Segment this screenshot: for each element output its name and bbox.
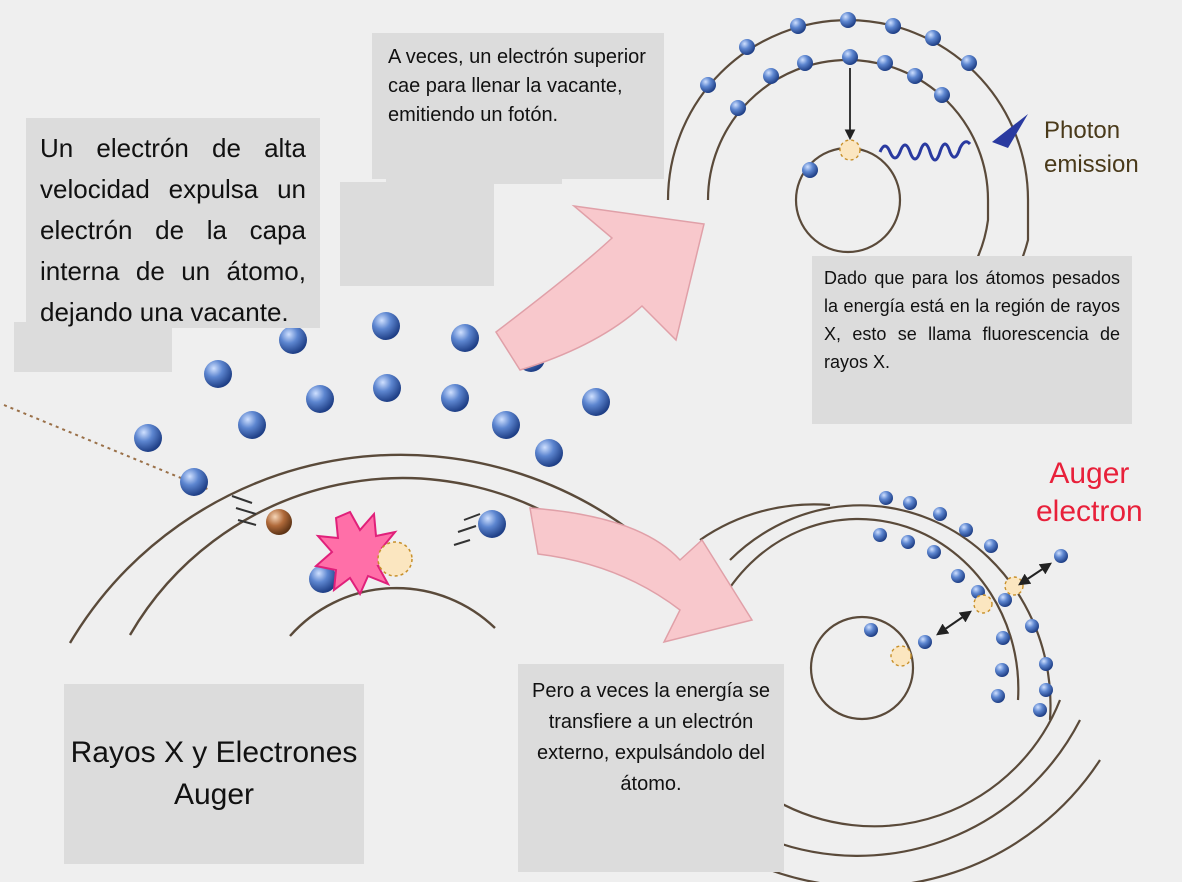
electron (134, 424, 162, 452)
electron (842, 49, 858, 65)
electron (951, 569, 965, 583)
ejected-electron (478, 510, 506, 538)
electron (763, 68, 779, 84)
electron (918, 635, 932, 649)
electron (309, 565, 337, 593)
slide-title: Rayos X y Electrones Auger (64, 684, 364, 864)
photon-label-line1: Photon (1044, 117, 1121, 144)
intro-text-box: Un electrón de alta velocidad expulsa un… (26, 118, 320, 328)
incoming-path-dotted (3, 404, 211, 491)
auger-electron-dot (1054, 549, 1068, 563)
box-patch (14, 322, 172, 372)
bottom-atom-electrons (864, 491, 1068, 717)
top-atom-electrons (700, 12, 977, 178)
auger-ejection-arrow (1018, 562, 1052, 586)
left-atom (68, 453, 661, 644)
slide-title-text: Rayos X y Electrones Auger (70, 736, 358, 811)
electron (925, 30, 941, 46)
auger-label-line1: Auger (1049, 457, 1130, 490)
electron (582, 388, 610, 416)
arrow-to-photon-emission (494, 204, 705, 371)
electron (995, 663, 1009, 677)
bottom-atom-ring-b (774, 699, 1062, 828)
electron (873, 528, 887, 542)
electron (879, 491, 893, 505)
left-atom-middle-shell (128, 476, 591, 636)
electron (797, 55, 813, 71)
electron (730, 100, 746, 116)
box-patch (340, 182, 494, 286)
left-atom-electrons (134, 312, 610, 593)
electron (934, 87, 950, 103)
electron (840, 12, 856, 28)
photon-arrowhead (992, 114, 1028, 148)
electron (1039, 657, 1053, 671)
fluorescence-text-box: Dado que para los átomos pesados la ener… (812, 256, 1132, 424)
electron (998, 593, 1012, 607)
electron (901, 535, 915, 549)
electron (933, 507, 947, 521)
electron (996, 631, 1010, 645)
electron (279, 326, 307, 354)
photon-wave (878, 140, 972, 162)
incoming-electron (266, 509, 292, 535)
electron (1025, 619, 1039, 633)
left-atom-inner-shell (289, 586, 496, 637)
electron (451, 324, 479, 352)
electron (903, 496, 917, 510)
energy-transfer-arrow (936, 610, 972, 636)
bottom-vacancy-outer (1004, 576, 1024, 596)
electron (238, 411, 266, 439)
bottom-vacancy-inner (890, 645, 912, 667)
electron (790, 18, 806, 34)
electron (739, 39, 755, 55)
auger-electron-label: Auger electron (1036, 455, 1143, 531)
arrow-to-auger (529, 507, 754, 644)
collision-burst (313, 510, 401, 597)
bottom-atom (699, 503, 1101, 882)
electron (204, 360, 232, 388)
bottom-vacancy-middle (973, 594, 993, 614)
incoming-speed-lines (231, 495, 481, 546)
electron (1033, 703, 1047, 717)
electron (877, 55, 893, 71)
bottom-atom-ring-a (699, 503, 831, 541)
photon-emission-label: Photon emission (1044, 114, 1139, 182)
auger-text-box: Pero a veces la energía se transfiere a … (518, 664, 784, 872)
electron (984, 539, 998, 553)
bottom-atom-middle-shell (721, 517, 1020, 701)
electron (180, 468, 208, 496)
electron (373, 374, 401, 402)
electron (441, 384, 469, 412)
top-vacancy (839, 139, 861, 161)
electron (961, 55, 977, 71)
electron (306, 385, 334, 413)
electron (802, 162, 818, 178)
inner-vacancy (377, 541, 413, 577)
bottom-atom-ring-d (769, 759, 1101, 882)
electron (700, 77, 716, 93)
electron (991, 689, 1005, 703)
electron (492, 411, 520, 439)
electron (885, 18, 901, 34)
electron (372, 312, 400, 340)
electron (927, 545, 941, 559)
electron (864, 623, 878, 637)
left-atom-outer-shell (68, 453, 661, 644)
cascade-text-box: A veces, un electrón superior cae para l… (372, 33, 664, 179)
bottom-atom-ring-c (769, 719, 1081, 857)
electron (959, 523, 973, 537)
auger-label-line2: electron (1036, 495, 1143, 528)
bottom-atom-outer-shell (729, 504, 1052, 721)
photon-label-line2: emission (1044, 151, 1139, 178)
bottom-atom-inner-shell (809, 615, 915, 721)
electron (535, 439, 563, 467)
electron (907, 68, 923, 84)
electron (1039, 683, 1053, 697)
